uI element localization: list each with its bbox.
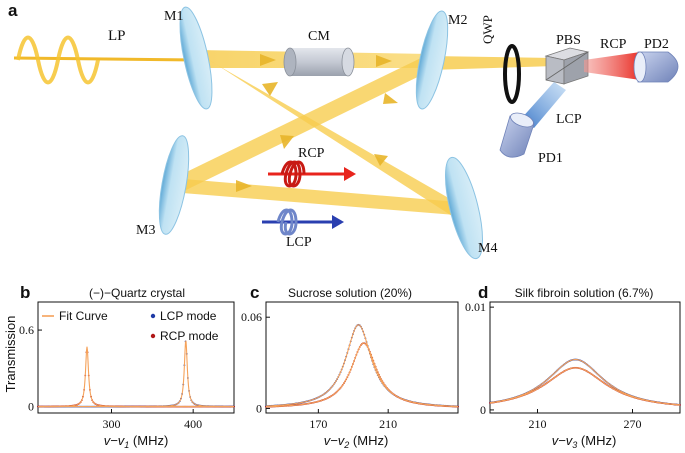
fit-curve-rcp	[38, 346, 234, 408]
qwp-plate	[503, 44, 521, 104]
legend-rcp-label: RCP mode	[160, 329, 219, 343]
arrow-icon	[383, 93, 398, 104]
panel-a-letter: a	[8, 1, 18, 20]
rcp-wave-label: RCP	[298, 146, 325, 161]
x-tick-label: 300	[103, 417, 121, 431]
fit-curve-lcp	[489, 359, 681, 406]
fit-curve-rcp	[489, 367, 681, 406]
panel-d-letter: d	[478, 283, 488, 302]
arrow-icon	[280, 135, 294, 149]
panel-c-axes: 170 210 0 0.06	[241, 310, 397, 431]
rcp-mode-points	[265, 342, 459, 408]
fit-curve-lcp	[265, 324, 459, 407]
arrow-icon	[374, 154, 388, 166]
panel-c-letter: c	[250, 283, 259, 302]
pd1-detector	[499, 112, 535, 158]
legend-fit-label: Fit Curve	[59, 309, 108, 323]
mirror-m2-label: M2	[448, 13, 467, 28]
panel-b-letter: b	[20, 283, 30, 302]
y-tick-label: 0.6	[19, 323, 34, 337]
panel-b-plot	[37, 340, 235, 408]
x-tick-label: 210	[529, 417, 547, 431]
beam-m2-qwp	[430, 56, 555, 70]
pbs-cube	[544, 47, 590, 85]
cm-label: CM	[308, 29, 330, 44]
lp-label: LP	[108, 28, 126, 44]
rcp-mode-points	[37, 351, 235, 408]
lcp-wave-label: LCP	[286, 235, 312, 250]
fit-curve-lcp	[38, 340, 234, 408]
lcp-output-label: LCP	[556, 112, 582, 127]
y-tick-label: 0	[28, 400, 34, 414]
beam-m2-m3	[170, 57, 434, 192]
arrow-icon	[260, 54, 276, 66]
pd1-label: PD1	[538, 151, 563, 166]
pd2-detector	[633, 51, 679, 83]
lcp-mode-points	[265, 323, 459, 408]
mirror-m1	[179, 6, 213, 110]
panel-c-frame	[265, 301, 459, 414]
panel-d-plot	[489, 358, 681, 406]
mirror-m1-label: M1	[164, 9, 183, 24]
panel-c-plot	[265, 323, 459, 408]
panel-c-title: Sucrose solution (20%)	[288, 286, 412, 300]
arrow-icon	[236, 180, 252, 192]
pbs-label: PBS	[556, 33, 581, 48]
panel-a-setup-diagram: a LP M1	[8, 1, 679, 260]
panel-b-legend: Fit Curve LCP mode RCP mode	[42, 309, 219, 343]
qwp-label: QWP	[480, 15, 495, 44]
rcp-mode-points	[489, 366, 681, 406]
panel-b-axes: 300 400 0 0.6	[19, 323, 202, 431]
beam-m4-m1	[200, 54, 466, 216]
legend-rcp-swatch	[150, 333, 156, 339]
mirror-m3-label: M3	[136, 223, 155, 238]
rcp-output-beam	[584, 52, 640, 80]
arrow-icon	[376, 55, 392, 67]
beam-paths	[170, 50, 555, 216]
cm-crystal	[283, 47, 355, 77]
x-tick-label: 210	[379, 417, 397, 431]
x-tick-label: 170	[309, 417, 327, 431]
panel-d-title: Silk fibroin solution (6.7%)	[515, 286, 654, 300]
panel-d-axes: 210 270 0 0.01	[465, 300, 642, 431]
rcp-output-label: RCP	[600, 37, 627, 52]
fit-curve-rcp	[265, 342, 459, 408]
arrow-icon	[262, 82, 278, 96]
panel-b-xlabel: v−v1 (MHz)	[104, 433, 169, 450]
x-tick-label: 400	[184, 417, 202, 431]
legend-lcp-swatch	[150, 313, 156, 319]
panel-b-title: (−)−Quartz crystal	[89, 286, 185, 300]
mirror-m4	[444, 156, 484, 260]
panel-b-frame	[37, 301, 235, 414]
lcp-mode-points	[489, 358, 681, 406]
lcp-output-beam	[520, 82, 566, 128]
lcp-mode-points	[37, 340, 235, 408]
pd2-label: PD2	[644, 37, 669, 52]
mirror-m2	[415, 10, 449, 110]
lcp-wave-icon	[262, 208, 344, 236]
panel-d-chart: d Silk fibroin solution (6.7%) 210 270 0 0.…	[465, 283, 681, 450]
y-tick-label: 0	[480, 403, 486, 417]
rcp-wave-icon	[268, 160, 356, 188]
panel-b-chart: b (−)−Quartz crystal Transmission 300 400…	[3, 283, 235, 450]
panel-d-frame	[489, 301, 681, 414]
x-tick-label: 270	[624, 417, 642, 431]
panel-c-chart: c Sucrose solution (20%) 170 210 0 0.06 v−v…	[241, 283, 459, 450]
lp-wave: LP	[13, 28, 203, 85]
panel-c-xlabel: v−v2 (MHz)	[324, 433, 389, 450]
legend-lcp-label: LCP mode	[160, 309, 217, 323]
mirror-m3	[158, 135, 190, 235]
y-tick-label: 0.06	[241, 310, 262, 324]
y-tick-label: 0	[256, 401, 262, 415]
y-tick-label: 0.01	[465, 300, 486, 314]
mirror-m4-label: M4	[478, 241, 497, 256]
panel-b-ylabel: Transmission	[3, 316, 18, 393]
panel-d-xlabel: v−v3 (MHz)	[552, 433, 617, 450]
